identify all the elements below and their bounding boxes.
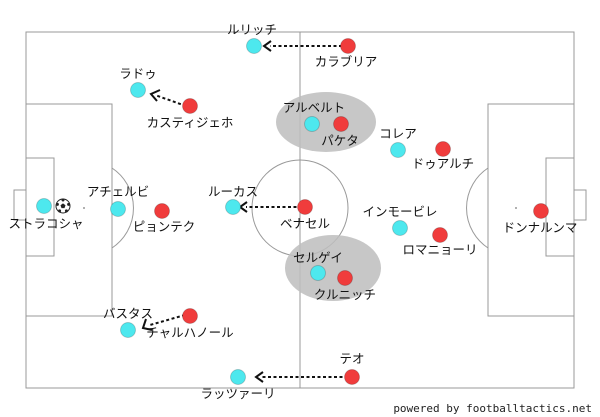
player-label-lucas: ルーカス [208,184,258,199]
credit-text: powered by footballtactics.net [393,402,592,415]
player-label-paqueta: パケタ [321,133,359,148]
player-marker-aruberuto[interactable] [304,116,320,132]
player-label-lazzari: ラッツァーリ [200,386,275,401]
player-marker-serugei[interactable] [310,265,326,281]
run-arrow-castillejo [154,94,187,107]
arrow-head-calhanoglu [141,318,153,331]
player-marker-immobile[interactable] [392,220,408,236]
player-marker-strakosha[interactable] [36,198,52,214]
player-marker-rurichi[interactable] [246,38,262,54]
arrow-head-theo [254,371,264,383]
arrow-head-castillejo [149,89,161,102]
player-marker-duarte[interactable] [435,141,451,157]
player-label-piatek: ピョンテク [133,219,196,234]
player-label-kessie: クルニッチ [314,287,376,302]
player-label-theo: テオ [339,351,364,366]
player-label-basta: バスタス [103,306,153,321]
player-marker-paqueta[interactable] [333,116,349,132]
player-marker-theo[interactable] [344,369,360,385]
player-marker-bennacer[interactable] [297,199,313,215]
player-marker-korea[interactable] [390,142,406,158]
player-label-achelubi: アチェルビ [87,184,149,199]
player-marker-lazzari[interactable] [230,369,246,385]
player-label-duarte: ドゥアルチ [412,156,474,171]
player-marker-lucas[interactable] [225,199,241,215]
left-goal [13,189,27,221]
player-label-radu: ラドゥ [119,66,157,81]
player-marker-achelubi[interactable] [110,201,126,217]
player-label-serugei: セルゲイ [293,250,343,265]
left-penalty-spot [83,207,85,209]
player-label-immobile: インモービレ [362,204,437,219]
arrow-head-calabria [262,40,272,52]
player-marker-radu[interactable] [130,82,146,98]
highlight-zone-top [276,92,376,152]
player-label-calhanoglu: チャルハノール [146,325,233,340]
soccer-ball-icon[interactable] [55,198,71,214]
player-marker-calhanoglu[interactable] [182,308,198,324]
player-label-donnarumma: ドンナルンマ [503,220,578,235]
player-marker-castillejo[interactable] [182,98,198,114]
right-goal-area [545,157,575,257]
run-arrow-calhanoglu [149,314,186,326]
player-marker-piatek[interactable] [154,203,170,219]
player-label-romagnoli: ロマニョーリ [402,242,477,257]
player-label-korea: コレア [379,126,417,141]
player-label-rurichi: ルリッチ [227,22,277,37]
player-marker-basta[interactable] [120,322,136,338]
player-label-bennacer: ベナセル [280,216,330,231]
right-penalty-area [487,103,575,317]
player-label-aruberuto: アルベルト [283,100,345,115]
player-marker-donnarumma[interactable] [533,203,549,219]
player-label-strakosha: ストラコシャ [8,216,83,231]
right-penalty-spot [515,207,517,209]
arrow-head-bennacer [238,201,248,213]
highlight-zone-bottom [285,235,381,301]
player-label-calabria: カラブリア [315,54,378,69]
right-penalty-arc [466,167,489,249]
player-label-castillejo: カスティジェホ [147,115,234,130]
right-goal [573,189,587,221]
left-penalty-arc [111,167,134,249]
player-marker-calabria[interactable] [340,38,356,54]
player-marker-kessie[interactable] [337,270,353,286]
player-marker-romagnoli[interactable] [432,227,448,243]
